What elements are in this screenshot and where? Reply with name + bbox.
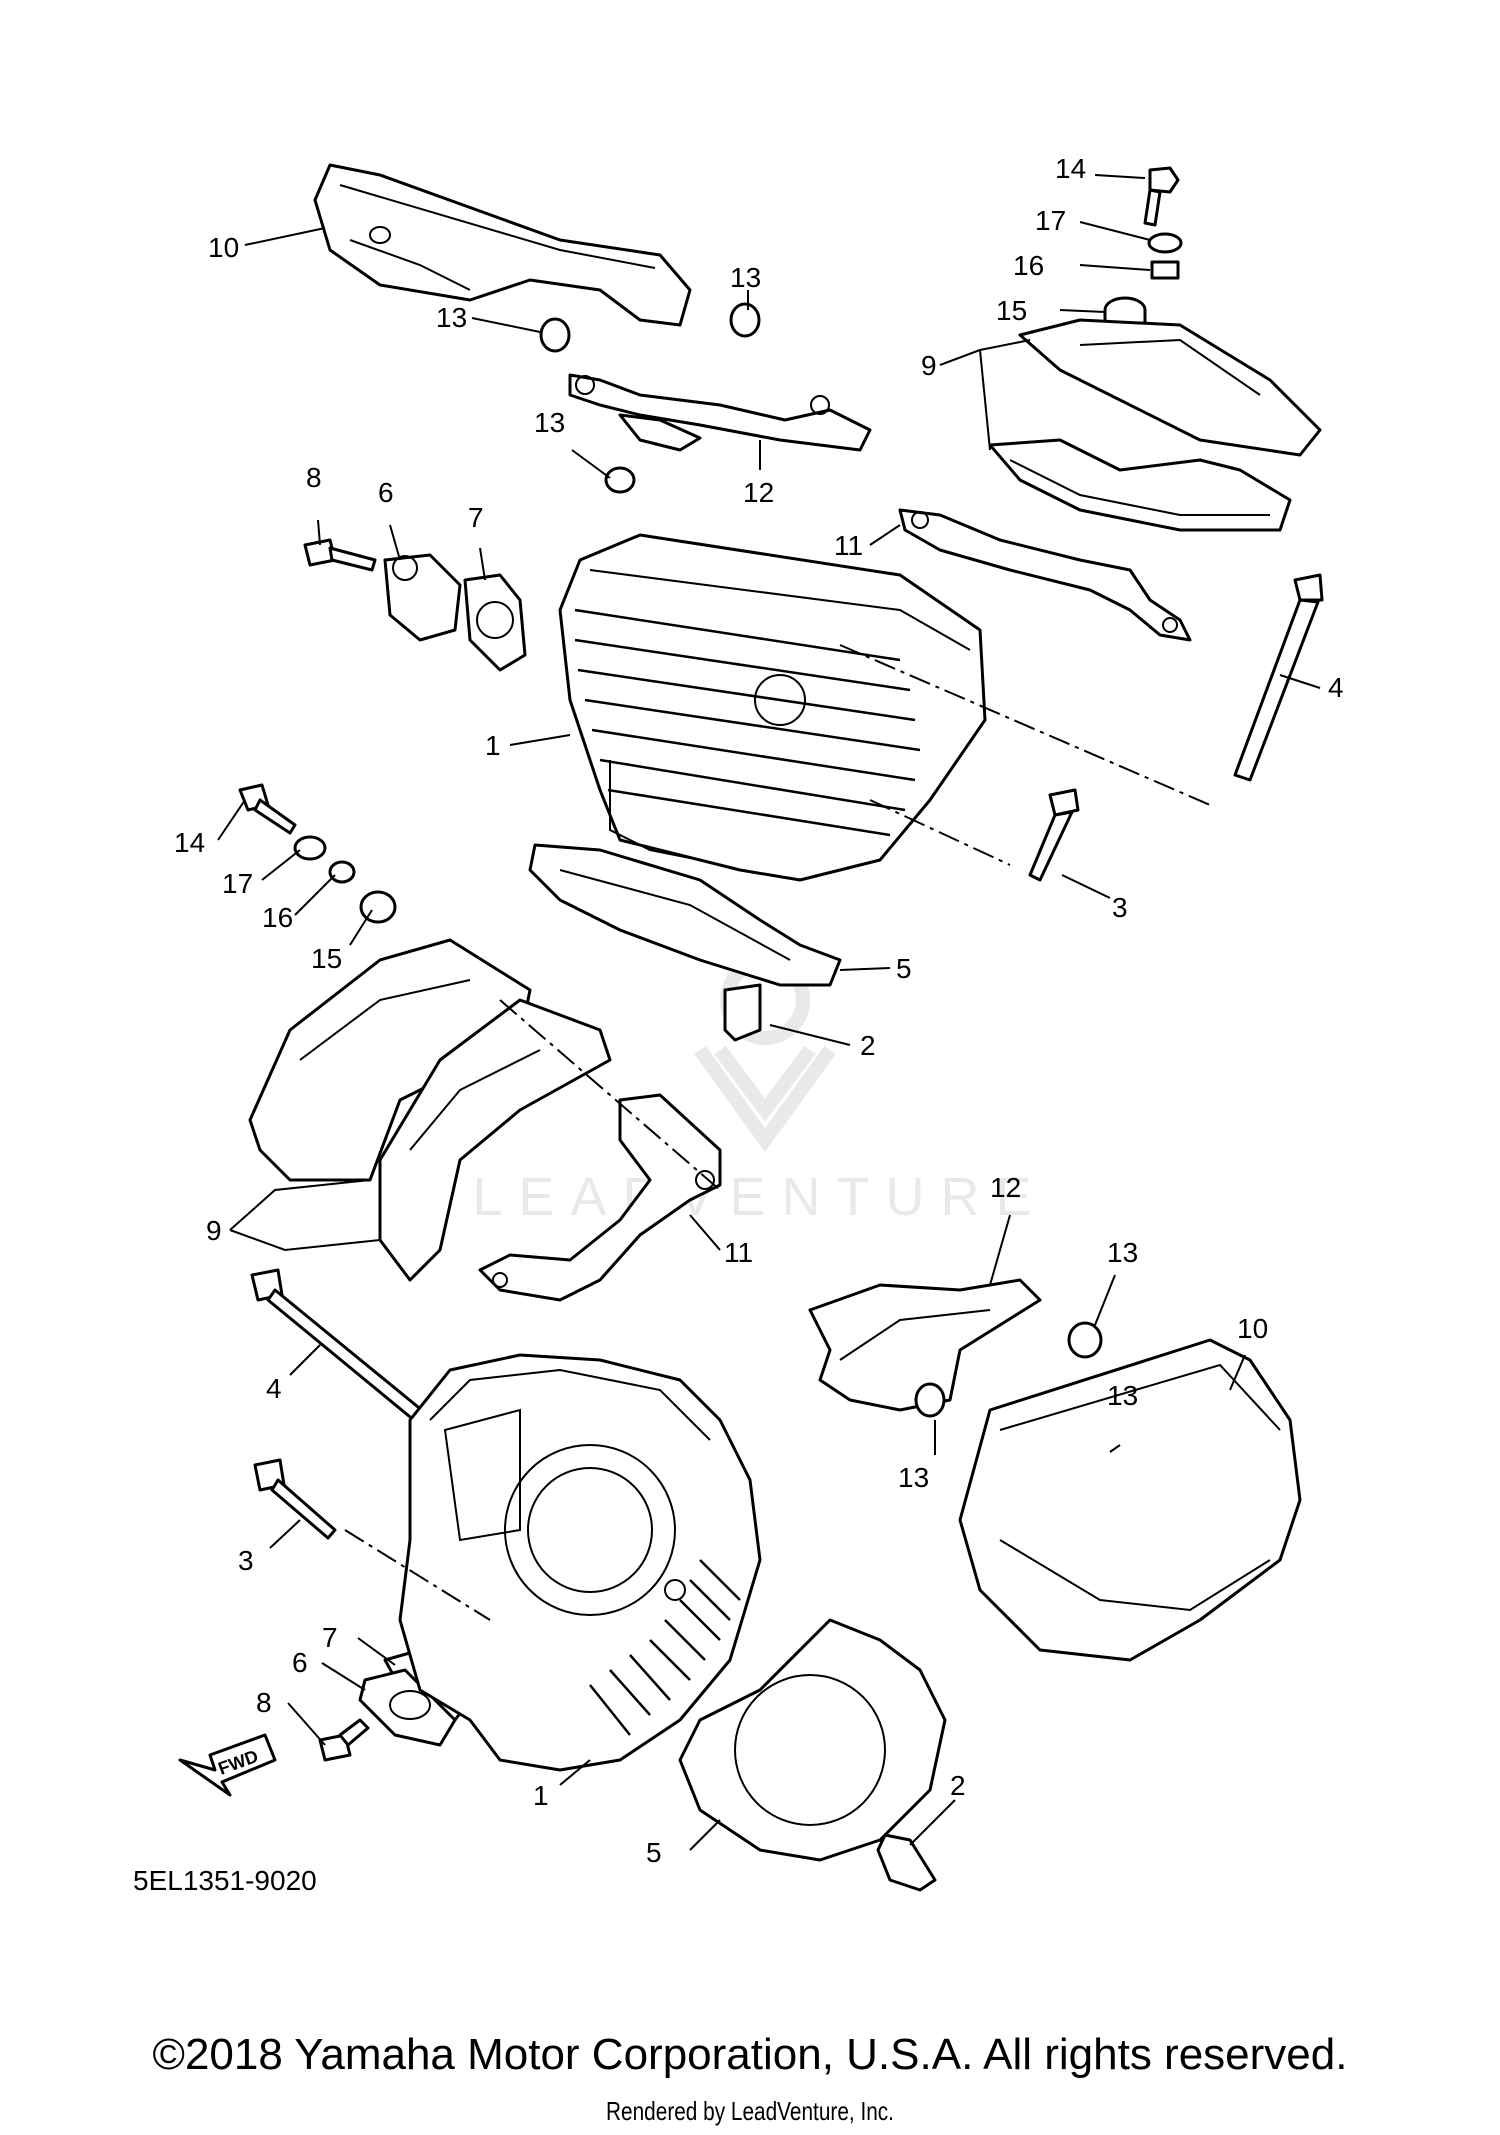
- callout-rear-3: 3: [1112, 892, 1128, 923]
- callout-front-12: 12: [990, 1172, 1021, 1203]
- part-11-rear-bracket: [898, 508, 1192, 642]
- part-7-rear-gasket: [463, 573, 527, 672]
- part-17-front-washer: [293, 835, 327, 861]
- callout-rear-2: 2: [860, 1030, 876, 1061]
- callout-front-14: 14: [174, 827, 205, 858]
- part-6-rear-joint: [383, 553, 462, 642]
- part-8-rear-bolt: [303, 538, 377, 572]
- part-1-front-cylinder: [398, 1353, 762, 1772]
- callout-rear-15: 15: [996, 295, 1027, 326]
- callout-front-7: 7: [322, 1622, 338, 1653]
- part-3-rear-bolt: [1028, 788, 1080, 882]
- part-11-front-bracket: [478, 1093, 722, 1302]
- callout-rear-13a: 13: [436, 302, 467, 333]
- callout-rear-12: 12: [743, 477, 774, 508]
- callout-rear-9: 9: [921, 350, 937, 381]
- part-8-front-bolt: [318, 1718, 370, 1762]
- callout-rear-13c: 13: [534, 407, 565, 438]
- leadventure-watermark: LEADVENTURE: [472, 955, 1047, 1227]
- callout-rear-8: 8: [306, 462, 322, 493]
- callout-front-15: 15: [311, 943, 342, 974]
- callout-rear-7: 7: [468, 502, 484, 533]
- callout-front-8: 8: [256, 1687, 272, 1718]
- part-2-rear-dowel: [723, 983, 762, 1042]
- callout-rear-10: 10: [208, 232, 239, 263]
- callout-front-1: 1: [533, 1780, 549, 1811]
- part-16-rear-collar: [1150, 260, 1180, 280]
- callout-front-10: 10: [1237, 1313, 1268, 1344]
- svg-text:LEADVENTURE: LEADVENTURE: [472, 1167, 1047, 1227]
- callout-rear-1: 1: [485, 730, 501, 761]
- callout-front-2: 2: [950, 1770, 966, 1801]
- callout-front-13a: 13: [1107, 1237, 1138, 1268]
- callout-front-5: 5: [646, 1837, 662, 1868]
- part-10-rear-head-cover: [313, 163, 692, 327]
- part-4-rear-stud-bolt: [1233, 573, 1324, 782]
- part-15-front-damper: [359, 890, 397, 924]
- assembly-centerlines: [344, 644, 1211, 1621]
- callout-rear-13b: 13: [730, 262, 761, 293]
- callout-front-13b: 13: [1107, 1380, 1138, 1411]
- part-3-front-bolt: [253, 1458, 337, 1540]
- callout-front-9: 9: [206, 1215, 222, 1246]
- callout-rear-11: 11: [834, 530, 863, 561]
- callout-front-6: 6: [292, 1647, 308, 1678]
- callout-front-16: 16: [262, 902, 293, 933]
- copyright-notice: ©2018 Yamaha Motor Corporation, U.S.A. A…: [152, 2030, 1348, 2079]
- callout-leader-lines: [217, 174, 1321, 1851]
- callout-rear-17: 17: [1035, 205, 1066, 236]
- rendered-by-credit: Rendered by LeadVenture, Inc.: [606, 2096, 894, 2126]
- part-14-front-bolt: [238, 783, 297, 835]
- part-17-rear-washer: [1147, 232, 1183, 254]
- diagram-code: 5EL1351-9020: [133, 1865, 317, 1896]
- callout-front-3: 3: [238, 1545, 254, 1576]
- part-2-front-dowel: [876, 1833, 937, 1892]
- fwd-direction-arrow: FWD: [178, 1733, 277, 1797]
- part-14-rear-bolt: [1143, 166, 1180, 227]
- part-9-front-cylinder-cover: [248, 938, 612, 1282]
- part-16-front-collar: [328, 860, 356, 884]
- callout-front-17: 17: [222, 868, 253, 899]
- part-5-rear-gasket: [528, 843, 842, 987]
- callout-rear-6: 6: [378, 477, 394, 508]
- callout-front-13c: 13: [898, 1462, 929, 1493]
- part-1-rear-cylinder: [558, 533, 987, 882]
- callout-rear-16: 16: [1013, 250, 1044, 281]
- part-5-front-gasket: [678, 1618, 947, 1862]
- callout-rear-14: 14: [1055, 153, 1086, 184]
- callout-rear-4: 4: [1328, 672, 1344, 703]
- part-4-front-stud-bolt: [250, 1268, 442, 1437]
- callout-rear-5: 5: [896, 953, 912, 984]
- callout-front-11: 11: [724, 1237, 753, 1268]
- part-9-rear-cylinder-cover: [988, 318, 1322, 532]
- part-12-rear-cover-bracket: [568, 373, 872, 452]
- callout-front-4: 4: [266, 1373, 282, 1404]
- part-13-rear-rubber-dampers: [539, 302, 761, 494]
- part-6-front-joint: [358, 1668, 457, 1747]
